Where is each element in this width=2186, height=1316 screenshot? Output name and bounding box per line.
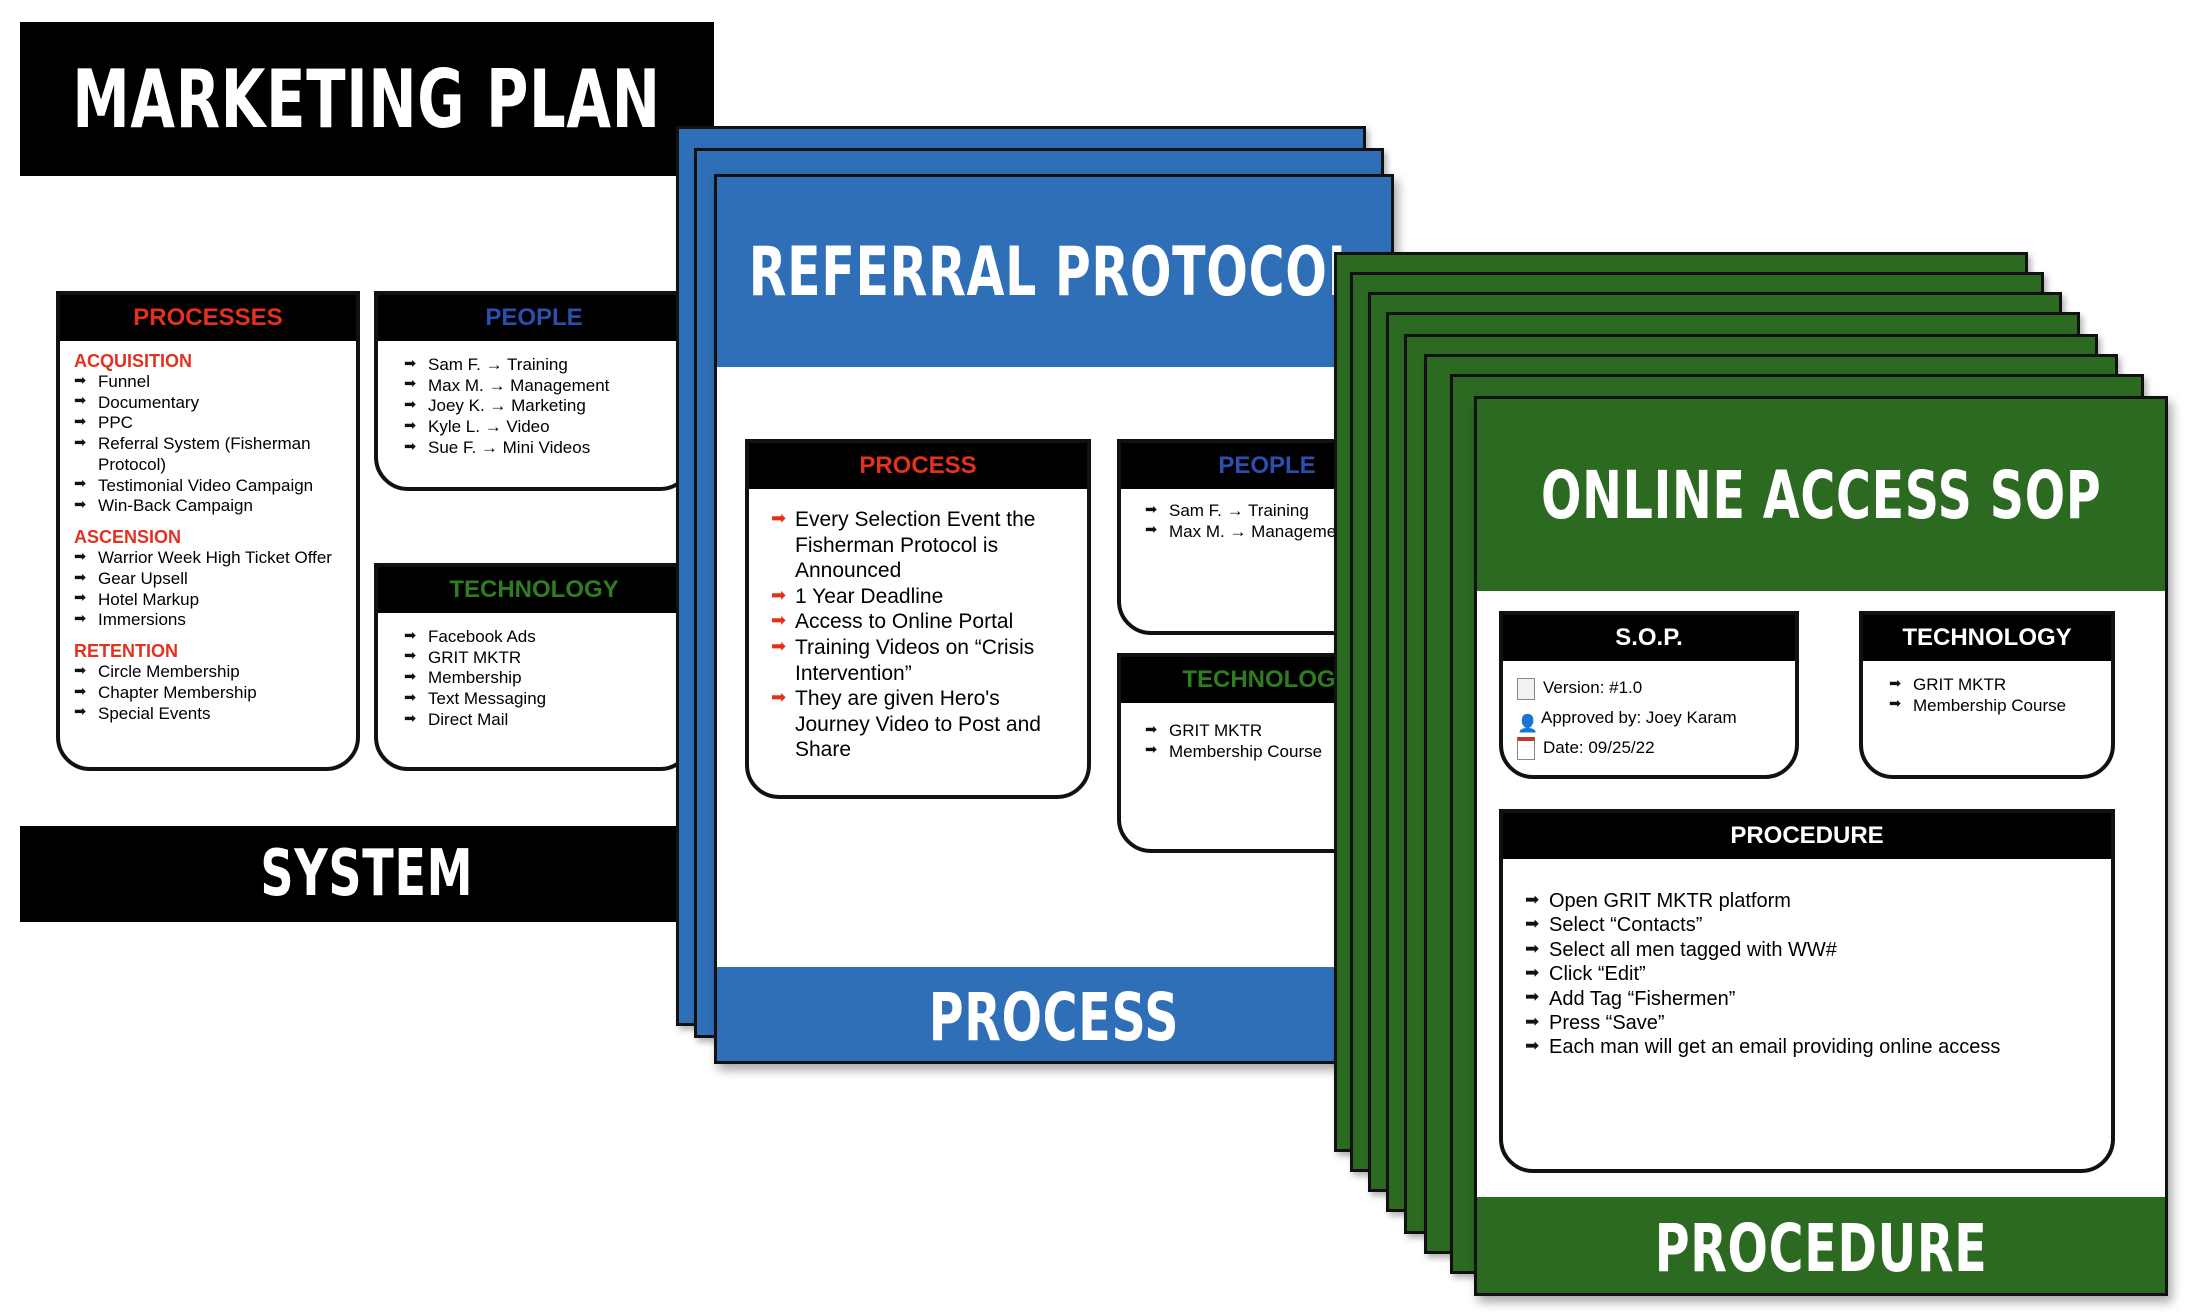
sop-approved: Approved by: Joey Karam xyxy=(1541,708,1737,727)
processes-section-label: ASCENSION xyxy=(74,527,182,548)
processes-section-label: ACQUISITION xyxy=(74,351,193,371)
processes-item: Funnel xyxy=(74,372,346,393)
technology-item: Membership Course xyxy=(1889,696,2111,717)
processes-section-list: Warrior Week High Ticket OfferGear Upsel… xyxy=(74,548,346,631)
system-technology-heading: TECHNOLOGY xyxy=(378,567,690,613)
technology-item: Membership Course xyxy=(1145,742,1391,763)
system-footer: SYSTEM xyxy=(260,837,474,911)
process-item: 1 Year Deadline xyxy=(771,584,1073,610)
sop-version: Version: #1.0 xyxy=(1543,678,1643,697)
process-item: Access to Online Portal xyxy=(771,609,1073,635)
system-people-heading: PEOPLE xyxy=(378,295,690,341)
people-item: Max M. → Management xyxy=(1145,522,1391,543)
process-list: Every Selection Event the Fisherman Prot… xyxy=(749,489,1087,763)
sop-date-row: Date: 09/25/22 xyxy=(1517,733,1795,763)
processes-section-list: Circle MembershipChapter MembershipSpeci… xyxy=(74,662,346,724)
procedure-box: PROCEDURE Open GRIT MKTR platformSelect … xyxy=(1499,809,2115,1173)
process-footer-bar: PROCESS xyxy=(717,967,1391,1061)
process-item: They are given Hero's Journey Video to P… xyxy=(771,686,1073,763)
procedure-title-bar: ONLINE ACCESS SOP xyxy=(1477,399,2165,591)
processes-item: Referral System (Fisherman Protocol) xyxy=(74,434,346,475)
sop-box: S.O.P. Version: #1.0 👤Approved by: Joey … xyxy=(1499,611,1799,779)
system-people-list: Sam F. → TrainingMax M. → ManagementJoey… xyxy=(378,341,690,459)
people-item: Sam F. → Training xyxy=(1145,501,1391,522)
technology-item: Membership xyxy=(404,668,690,689)
processes-item: PPC xyxy=(74,413,346,434)
processes-item: Win-Back Campaign xyxy=(74,496,346,517)
procedure-step: Select all men tagged with WW# xyxy=(1525,938,2111,962)
processes-section-list: FunnelDocumentaryPPCReferral System (Fis… xyxy=(74,372,346,517)
processes-item: Testimonial Video Campaign xyxy=(74,476,346,497)
calendar-icon xyxy=(1517,737,1535,761)
process-card: REFERRAL PROTOCOL PROCESS PROCESS Every … xyxy=(714,174,1394,1064)
process-title: REFERRAL PROTOCOL xyxy=(748,232,1360,312)
system-footer-bar: SYSTEM xyxy=(20,826,714,922)
procedure-step: Each man will get an email providing onl… xyxy=(1525,1035,2111,1059)
technology-item: Direct Mail xyxy=(404,710,690,731)
procedure-list: Open GRIT MKTR platformSelect “Contacts”… xyxy=(1503,859,2111,1060)
process-title-bar: REFERRAL PROTOCOL xyxy=(717,177,1391,367)
procedure-box-heading: PROCEDURE xyxy=(1503,813,2111,859)
system-technology-box: TECHNOLOGY Facebook AdsGRIT MKTRMembersh… xyxy=(374,563,694,771)
processes-item: Circle Membership xyxy=(74,662,346,683)
sop-version-row: Version: #1.0 xyxy=(1517,673,1795,703)
system-title-bar: MARKETING PLAN xyxy=(20,22,714,176)
processes-item: Special Events xyxy=(74,704,346,725)
system-title: MARKETING PLAN xyxy=(72,52,662,146)
sop-body: Version: #1.0 👤Approved by: Joey Karam D… xyxy=(1503,661,1795,763)
procedure-title: ONLINE ACCESS SOP xyxy=(1540,456,2102,534)
process-item: Every Selection Event the Fisherman Prot… xyxy=(771,507,1073,584)
processes-item: Chapter Membership xyxy=(74,683,346,704)
system-technology-list: Facebook AdsGRIT MKTRMembershipText Mess… xyxy=(378,613,690,731)
technology-item: GRIT MKTR xyxy=(404,648,690,669)
procedure-step: Open GRIT MKTR platform xyxy=(1525,889,2111,913)
process-technology-list: GRIT MKTRMembership Course xyxy=(1121,703,1391,763)
technology-item: Facebook Ads xyxy=(404,627,690,648)
processes-body: ACQUISITIONFunnelDocumentaryPPCReferral … xyxy=(60,341,356,724)
sop-date: Date: 09/25/22 xyxy=(1543,738,1655,757)
procedure-step: Add Tag “Fishermen” xyxy=(1525,987,2111,1011)
procedure-step: Press “Save” xyxy=(1525,1011,2111,1035)
people-item: Sam F. → Training xyxy=(404,355,690,376)
people-item: Kyle L. → Video xyxy=(404,417,690,438)
procedure-step: Select “Contacts” xyxy=(1525,913,2111,937)
processes-item: Warrior Week High Ticket Offer xyxy=(74,548,346,569)
process-item: Training Videos on “Crisis Intervention” xyxy=(771,635,1073,686)
processes-item: Hotel Markup xyxy=(74,590,346,611)
process-box: PROCESS Every Selection Event the Fisher… xyxy=(745,439,1091,799)
procedure-footer: PROCEDURE xyxy=(1654,1209,1988,1287)
process-footer: PROCESS xyxy=(928,978,1180,1056)
process-box-heading: PROCESS xyxy=(749,443,1087,489)
processes-heading: PROCESSES xyxy=(60,295,356,341)
processes-item: Gear Upsell xyxy=(74,569,346,590)
document-icon xyxy=(1517,677,1535,700)
procedure-footer-bar: PROCEDURE xyxy=(1477,1197,2165,1293)
processes-box: PROCESSES ACQUISITIONFunnelDocumentaryPP… xyxy=(56,291,360,771)
process-people-list: Sam F. → TrainingMax M. → Management xyxy=(1121,489,1391,543)
technology-item: GRIT MKTR xyxy=(1889,675,2111,696)
procedure-card: ONLINE ACCESS SOP PROCEDURE S.O.P. Versi… xyxy=(1474,396,2168,1296)
sop-heading: S.O.P. xyxy=(1503,615,1795,661)
processes-item: Documentary xyxy=(74,393,346,414)
system-card: MARKETING PLAN SYSTEM PROCESSES ACQUISIT… xyxy=(20,22,714,922)
procedure-technology-heading: TECHNOLOGY xyxy=(1863,615,2111,661)
people-item: Max M. → Management xyxy=(404,376,690,397)
technology-item: Text Messaging xyxy=(404,689,690,710)
processes-section-label: RETENTION xyxy=(74,641,179,662)
people-item: Sue F. → Mini Videos xyxy=(404,438,690,459)
technology-item: GRIT MKTR xyxy=(1145,721,1391,742)
people-item: Joey K. → Marketing xyxy=(404,396,690,417)
sop-approved-row: 👤Approved by: Joey Karam xyxy=(1517,703,1795,733)
person-icon: 👤 xyxy=(1517,713,1539,733)
procedure-technology-list: GRIT MKTRMembership Course xyxy=(1863,661,2111,716)
system-people-box: PEOPLE Sam F. → TrainingMax M. → Managem… xyxy=(374,291,694,491)
procedure-step: Click “Edit” xyxy=(1525,962,2111,986)
processes-item: Immersions xyxy=(74,610,346,631)
procedure-technology-box: TECHNOLOGY GRIT MKTRMembership Course xyxy=(1859,611,2115,779)
